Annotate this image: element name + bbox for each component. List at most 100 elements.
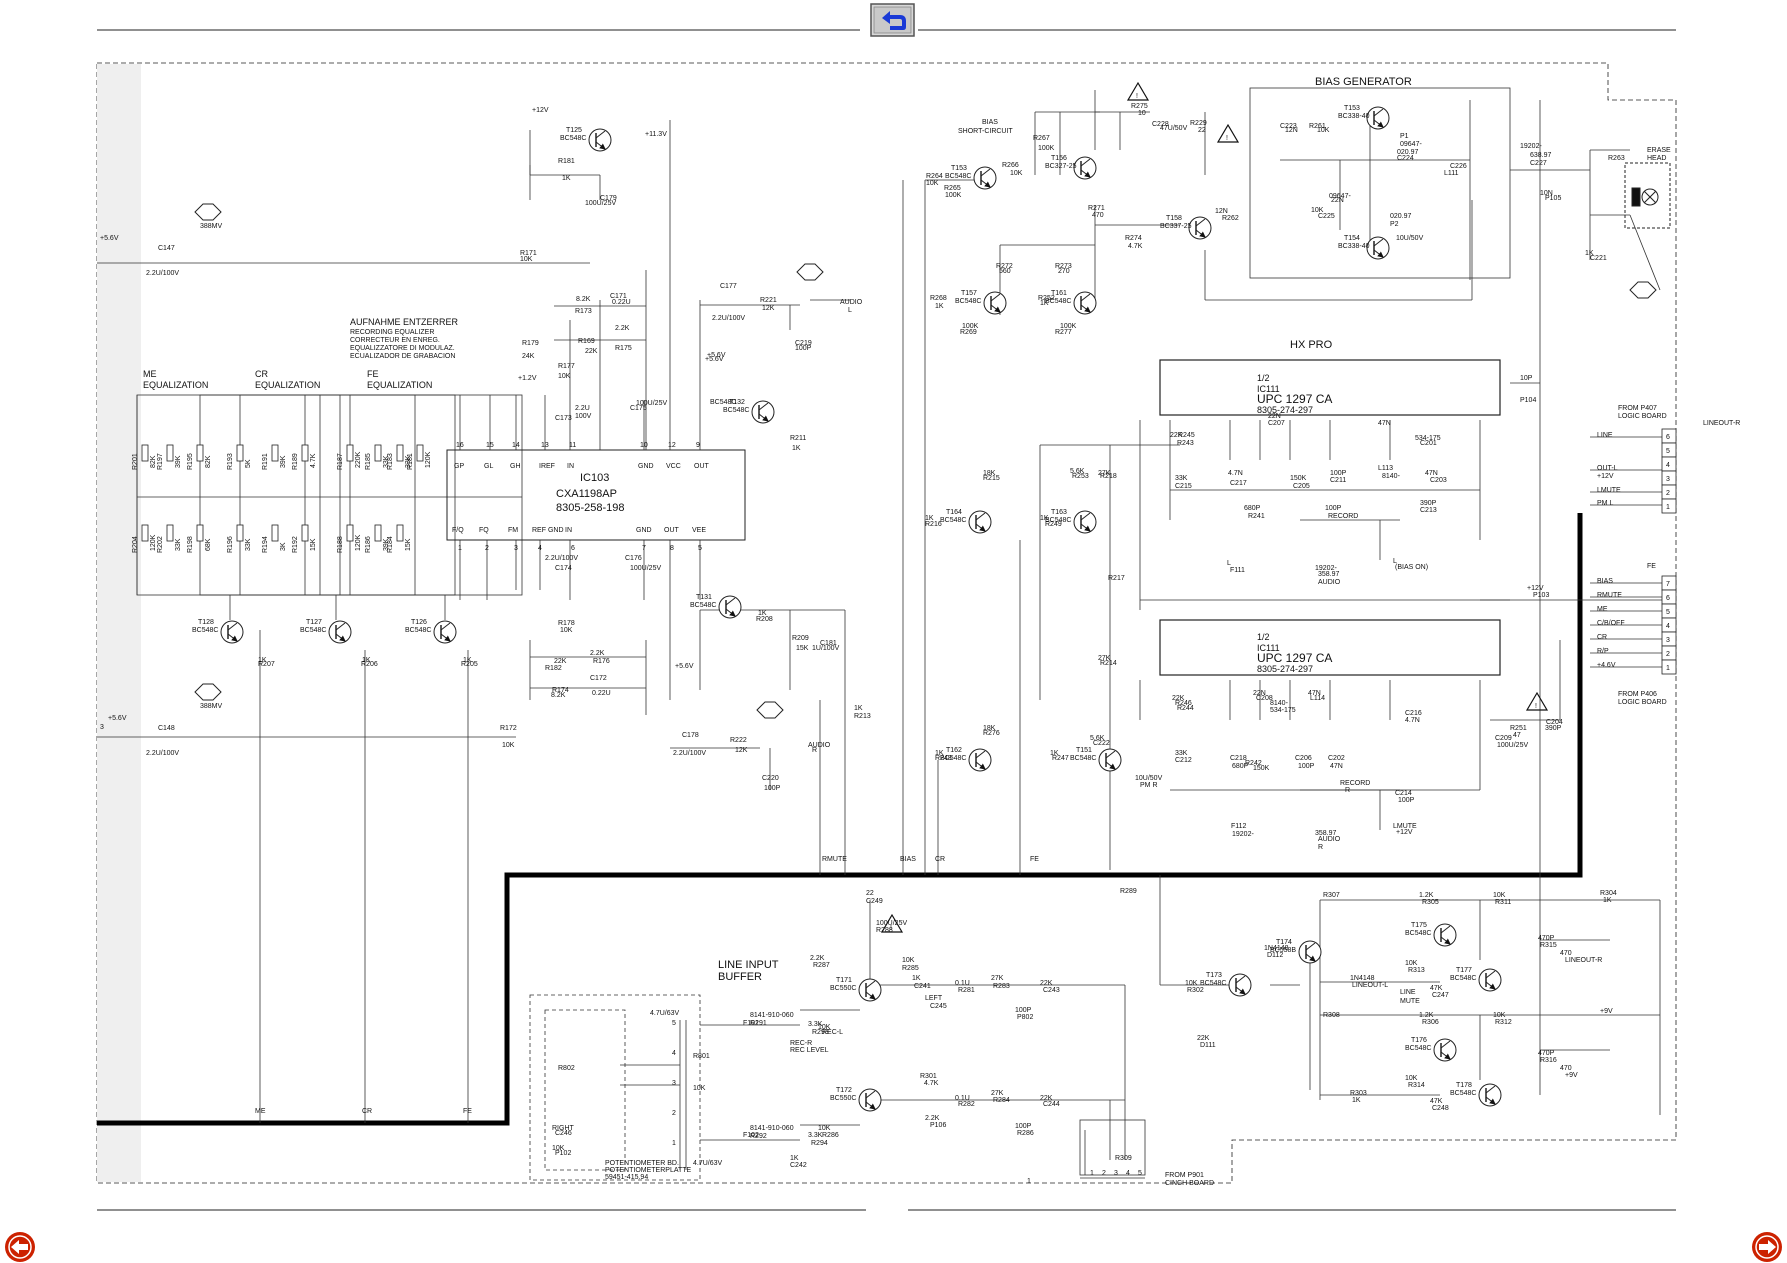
component-label: C176 xyxy=(625,555,642,562)
component-label: 020.97 xyxy=(1397,149,1419,156)
component-label: +12V xyxy=(1396,829,1413,836)
ic103-pin-number: 1 xyxy=(458,545,462,552)
component-label: 5.6K xyxy=(1070,468,1085,475)
component-label: R245 xyxy=(1178,432,1195,439)
connector-pin xyxy=(1661,498,1677,514)
resistor-ref: R195 xyxy=(187,453,194,470)
component-label-layer: +12V+11.3VR1811KC179100U/25V+5.6VC1472.2… xyxy=(100,103,1740,1185)
component-label: 0.1U xyxy=(955,1095,970,1102)
resistor-ref: R188 xyxy=(337,536,344,553)
component-label: 22K xyxy=(1172,695,1185,702)
component-label: R213 xyxy=(854,713,871,720)
component-label: R177 xyxy=(558,363,575,370)
component-label: 1 xyxy=(1027,1178,1031,1185)
component-label: LINEOUT-L xyxy=(1352,982,1388,989)
component-label: F101 xyxy=(743,1020,759,1027)
resistor-ref: R201 xyxy=(132,453,139,470)
component-label: RMUTE xyxy=(1597,592,1622,599)
component-label: R286 xyxy=(822,1132,839,1139)
component-label: C213 xyxy=(1420,507,1437,514)
component-label: R247 xyxy=(1052,755,1069,762)
resistor-value: 33K xyxy=(405,455,412,468)
ic103-pin-number: 5 xyxy=(698,545,702,552)
component-label: 2.2K xyxy=(615,325,630,332)
p103-pin-number: 1 xyxy=(1666,665,1670,672)
p104-pin-number: 6 xyxy=(1666,434,1670,441)
component-label: R241 xyxy=(1248,513,1265,520)
component-label: 47U/50V xyxy=(1160,125,1188,132)
p103-pin-number: 4 xyxy=(1666,623,1670,630)
component-label: R251 xyxy=(1510,725,1527,732)
component-label: C214 xyxy=(1395,790,1412,797)
component-label: 0.1U xyxy=(955,980,970,987)
component-label: P2 xyxy=(1390,221,1399,228)
component-label: R xyxy=(1345,787,1350,794)
resistor xyxy=(196,444,204,462)
component-label: R173 xyxy=(575,308,592,315)
component-label: 0.22U xyxy=(592,690,611,697)
component-label: RIGHT xyxy=(552,1125,575,1132)
resistor xyxy=(374,444,382,462)
resistor-value: 120K xyxy=(355,534,362,551)
ic103-pin-label: FQ xyxy=(479,527,489,534)
component-label: +11.3V xyxy=(645,131,667,138)
component-label: ME xyxy=(255,1108,266,1115)
ic103-pin-number: 12 xyxy=(668,442,676,449)
svg-text:FE: FE xyxy=(367,369,379,379)
component-label: 4.7K xyxy=(924,1080,939,1087)
component-label: F111 xyxy=(1230,567,1245,574)
component-label: 100U/25V xyxy=(585,200,616,207)
p103-pin-number: 2 xyxy=(1666,651,1670,658)
component-label: R267 xyxy=(1033,135,1050,142)
component-label: P802 xyxy=(1017,1014,1033,1021)
return-button[interactable] xyxy=(870,3,915,37)
resistor xyxy=(416,444,424,462)
component-label: 12N xyxy=(1285,127,1298,134)
component-label: 22K xyxy=(585,348,598,355)
component-label: R182 xyxy=(545,665,562,672)
svg-text:LOGIC BOARD: LOGIC BOARD xyxy=(1618,413,1667,420)
component-label: 100P xyxy=(1330,470,1347,477)
ic103-pin-number: 15 xyxy=(486,442,494,449)
component-label: C211 xyxy=(1330,477,1346,484)
component-label: 020.97 xyxy=(1390,213,1412,220)
ic103-pin-label: OUT xyxy=(664,527,680,534)
component-label: 8140- xyxy=(1382,473,1401,480)
transistor-ref: T154 xyxy=(1344,235,1360,242)
resistor xyxy=(301,444,309,462)
next-page-button[interactable] xyxy=(1752,1232,1782,1262)
ic103-pin-number: 4 xyxy=(538,545,542,552)
component-label: R269 xyxy=(960,329,977,336)
component-label: R313 xyxy=(1408,967,1425,974)
transistor-ref: T128 xyxy=(198,619,214,626)
component-label: +4.6V xyxy=(1597,662,1616,669)
component-label: 1K xyxy=(925,515,934,522)
component-label: P105 xyxy=(1545,195,1561,202)
component-label: R211 xyxy=(790,435,806,442)
component-label: 47 xyxy=(1513,732,1521,739)
component-label: R271 xyxy=(1088,205,1105,212)
board-boundary xyxy=(97,513,1583,1126)
ic103-pin-label: GP xyxy=(454,463,464,470)
component-label: 100P xyxy=(1015,1007,1032,1014)
component-label: +9V xyxy=(1565,1072,1578,1079)
component-label: C/B/OFF xyxy=(1597,620,1625,627)
component-label: 390P xyxy=(1545,725,1562,732)
component-label: C243 xyxy=(1043,987,1060,994)
component-label: R308 xyxy=(1323,1012,1340,1019)
p106-pin-number: 1 xyxy=(1090,1170,1094,1177)
component-label: C204 xyxy=(1546,719,1563,726)
transistor-ref: T173 xyxy=(1206,972,1222,979)
prev-page-button[interactable] xyxy=(5,1232,35,1262)
component-label: 3 xyxy=(100,724,104,731)
component-label: 22N xyxy=(1331,197,1344,204)
component-label: 10K xyxy=(818,1125,831,1132)
svg-text:IC111: IC111 xyxy=(1257,384,1280,394)
ic103-pin-label: GND xyxy=(638,463,654,470)
component-label: C208 xyxy=(1256,695,1273,702)
